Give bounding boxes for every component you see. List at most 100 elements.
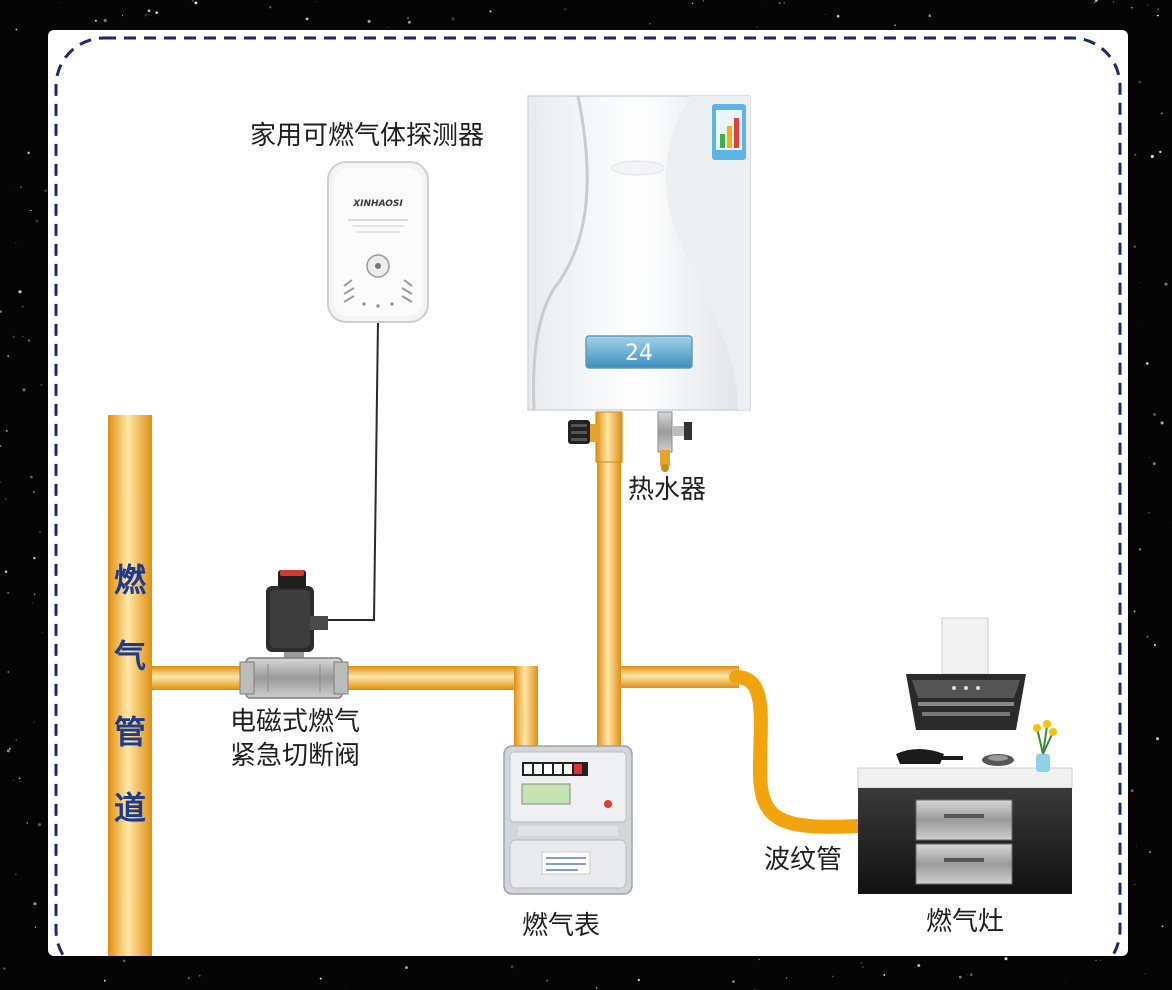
corrugated-hose [729, 670, 865, 834]
star [6, 749, 10, 753]
star [33, 902, 37, 906]
star [33, 556, 36, 560]
star [405, 966, 408, 969]
star [1112, 1, 1115, 3]
star [860, 961, 863, 964]
star [22, 388, 26, 392]
star [4, 570, 8, 573]
star [1065, 981, 1067, 984]
pipe-into-meter [514, 666, 538, 754]
stove-label: 燃气灶 [926, 907, 1005, 937]
star [595, 986, 598, 989]
star [269, 6, 272, 9]
star [451, 17, 455, 21]
pipe-branch-to-hose [621, 666, 739, 688]
star [103, 18, 107, 23]
star [187, 977, 190, 980]
star [0, 444, 2, 448]
star [122, 959, 126, 963]
main-pipe-char: 气 [113, 637, 146, 675]
star [21, 305, 24, 308]
star [7, 671, 9, 673]
star [0, 310, 2, 313]
star [649, 23, 651, 25]
star [894, 24, 896, 27]
star [15, 28, 18, 31]
star [319, 977, 322, 980]
star [1146, 362, 1149, 365]
main-pipe-char: 道 [113, 789, 146, 827]
star [1160, 421, 1164, 425]
star [407, 20, 411, 24]
star [18, 777, 21, 780]
main-pipe-label: 燃 气 管 道 [106, 542, 154, 846]
star [39, 531, 42, 534]
star [191, 0, 195, 3]
star [94, 19, 97, 22]
star [928, 14, 931, 17]
star [1157, 14, 1159, 17]
valve-label-line1: 电磁式燃气 [230, 707, 361, 737]
star [766, 7, 768, 8]
star [1160, 112, 1163, 115]
star [969, 973, 973, 976]
star [7, 591, 10, 595]
star [367, 19, 371, 23]
heater-display-value: 24 [625, 341, 653, 366]
star [344, 988, 346, 989]
star [37, 823, 42, 827]
star [58, 2, 60, 4]
star [1168, 522, 1170, 524]
star [1148, 512, 1150, 514]
detector-brand-text: XINHAOSI [352, 199, 403, 209]
star [12, 780, 14, 782]
star [836, 14, 840, 18]
star [637, 978, 640, 982]
star [825, 14, 827, 15]
star [1139, 282, 1141, 284]
gas-stove [857, 720, 1073, 894]
star [1130, 789, 1134, 793]
star [155, 11, 158, 14]
star [27, 339, 31, 342]
star [121, 15, 124, 17]
star [144, 13, 148, 17]
star [785, 977, 788, 979]
main-pipe-char: 燃 [113, 561, 146, 599]
dashed-border [54, 36, 1122, 956]
meter-label: 燃气表 [522, 911, 601, 941]
star [1152, 462, 1156, 466]
star [1153, 413, 1156, 416]
star [1157, 8, 1159, 10]
star [1159, 150, 1162, 154]
star [5, 429, 8, 432]
star [758, 958, 760, 961]
star [15, 739, 18, 741]
star [305, 17, 309, 21]
star [30, 475, 33, 479]
star [33, 593, 36, 596]
star [883, 974, 886, 976]
star [966, 974, 967, 976]
star [12, 335, 15, 339]
main-gas-pipe [108, 415, 152, 956]
star [1144, 973, 1146, 975]
star [103, 979, 106, 982]
star [703, 0, 705, 2]
star [198, 974, 201, 977]
star [44, 189, 48, 193]
range-hood [906, 617, 1026, 730]
gas-detector: XINHAOSI [327, 161, 429, 323]
star [33, 721, 35, 724]
hose-label: 波纹管 [764, 845, 843, 875]
pipe-meter-to-heater [597, 460, 621, 754]
star [15, 242, 17, 244]
star [1149, 457, 1151, 458]
star [8, 191, 9, 193]
star [1139, 325, 1140, 326]
star [314, 1, 317, 3]
water-heater-label: 热水器 [628, 475, 707, 505]
star [30, 209, 32, 212]
star [510, 965, 514, 969]
